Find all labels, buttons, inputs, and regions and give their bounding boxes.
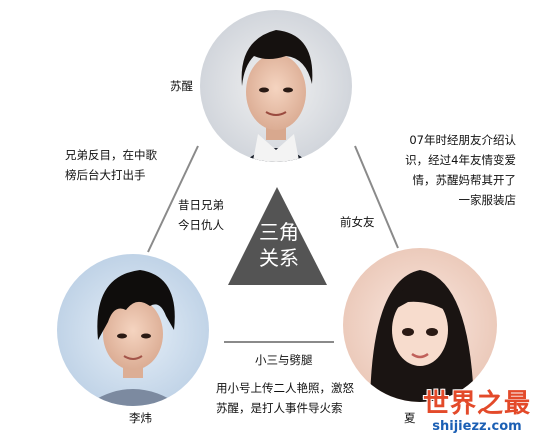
edge-right-outer-line3: 情，苏醒妈帮其开了 bbox=[412, 173, 517, 187]
edge-left-outer: 兄弟反目，在中歌 榜后台大打出手 bbox=[65, 145, 157, 185]
name-left: 李炜 bbox=[129, 411, 152, 425]
watermark-url: shijiezz.com bbox=[432, 419, 522, 434]
center-title: 三角 关系 bbox=[244, 219, 314, 271]
edge-left-inner: 昔日兄弟 今日仇人 bbox=[178, 195, 224, 235]
edge-bottom-desc: 用小号上传二人艳照，激怒 苏醒，是打人事件导火索 bbox=[216, 378, 354, 418]
watermark-title: 世界之最 bbox=[422, 389, 531, 419]
name-right: 夏 bbox=[404, 411, 416, 425]
edge-right-outer-line2: 识，经过4年友情变爱 bbox=[405, 153, 516, 167]
edge-line-right bbox=[354, 145, 399, 249]
center-title-line1: 三角 bbox=[259, 220, 299, 244]
edge-bottom-desc-line2: 苏醒，是打人事件导火索 bbox=[216, 401, 343, 415]
edge-left-inner-line2: 今日仇人 bbox=[178, 218, 224, 232]
edge-right-outer: 07年时经朋友介绍认 识，经过4年友情变爱 情，苏醒妈帮其开了 一家服装店 bbox=[370, 130, 516, 210]
edge-right-outer-line1: 07年时经朋友介绍认 bbox=[409, 133, 516, 147]
watermark-logo: 世界之最 shijiezz.com bbox=[413, 389, 541, 435]
edge-left-outer-line1: 兄弟反目，在中歌 bbox=[65, 148, 157, 162]
center-triangle bbox=[228, 187, 327, 285]
edge-right-inner: 前女友 bbox=[340, 215, 375, 229]
edge-bottom-title: 小三与劈腿 bbox=[255, 353, 313, 367]
name-top: 苏醒 bbox=[170, 79, 193, 93]
photo-left bbox=[57, 254, 209, 406]
photo-right bbox=[343, 248, 497, 402]
edge-right-outer-line4: 一家服装店 bbox=[458, 193, 517, 207]
photo-top bbox=[200, 10, 352, 162]
edge-bottom-desc-line1: 用小号上传二人艳照，激怒 bbox=[216, 381, 354, 395]
edge-left-inner-line1: 昔日兄弟 bbox=[178, 198, 224, 212]
edge-left-outer-line2: 榜后台大打出手 bbox=[65, 168, 146, 182]
center-title-line2: 关系 bbox=[259, 246, 299, 270]
edge-line-left bbox=[147, 145, 199, 253]
